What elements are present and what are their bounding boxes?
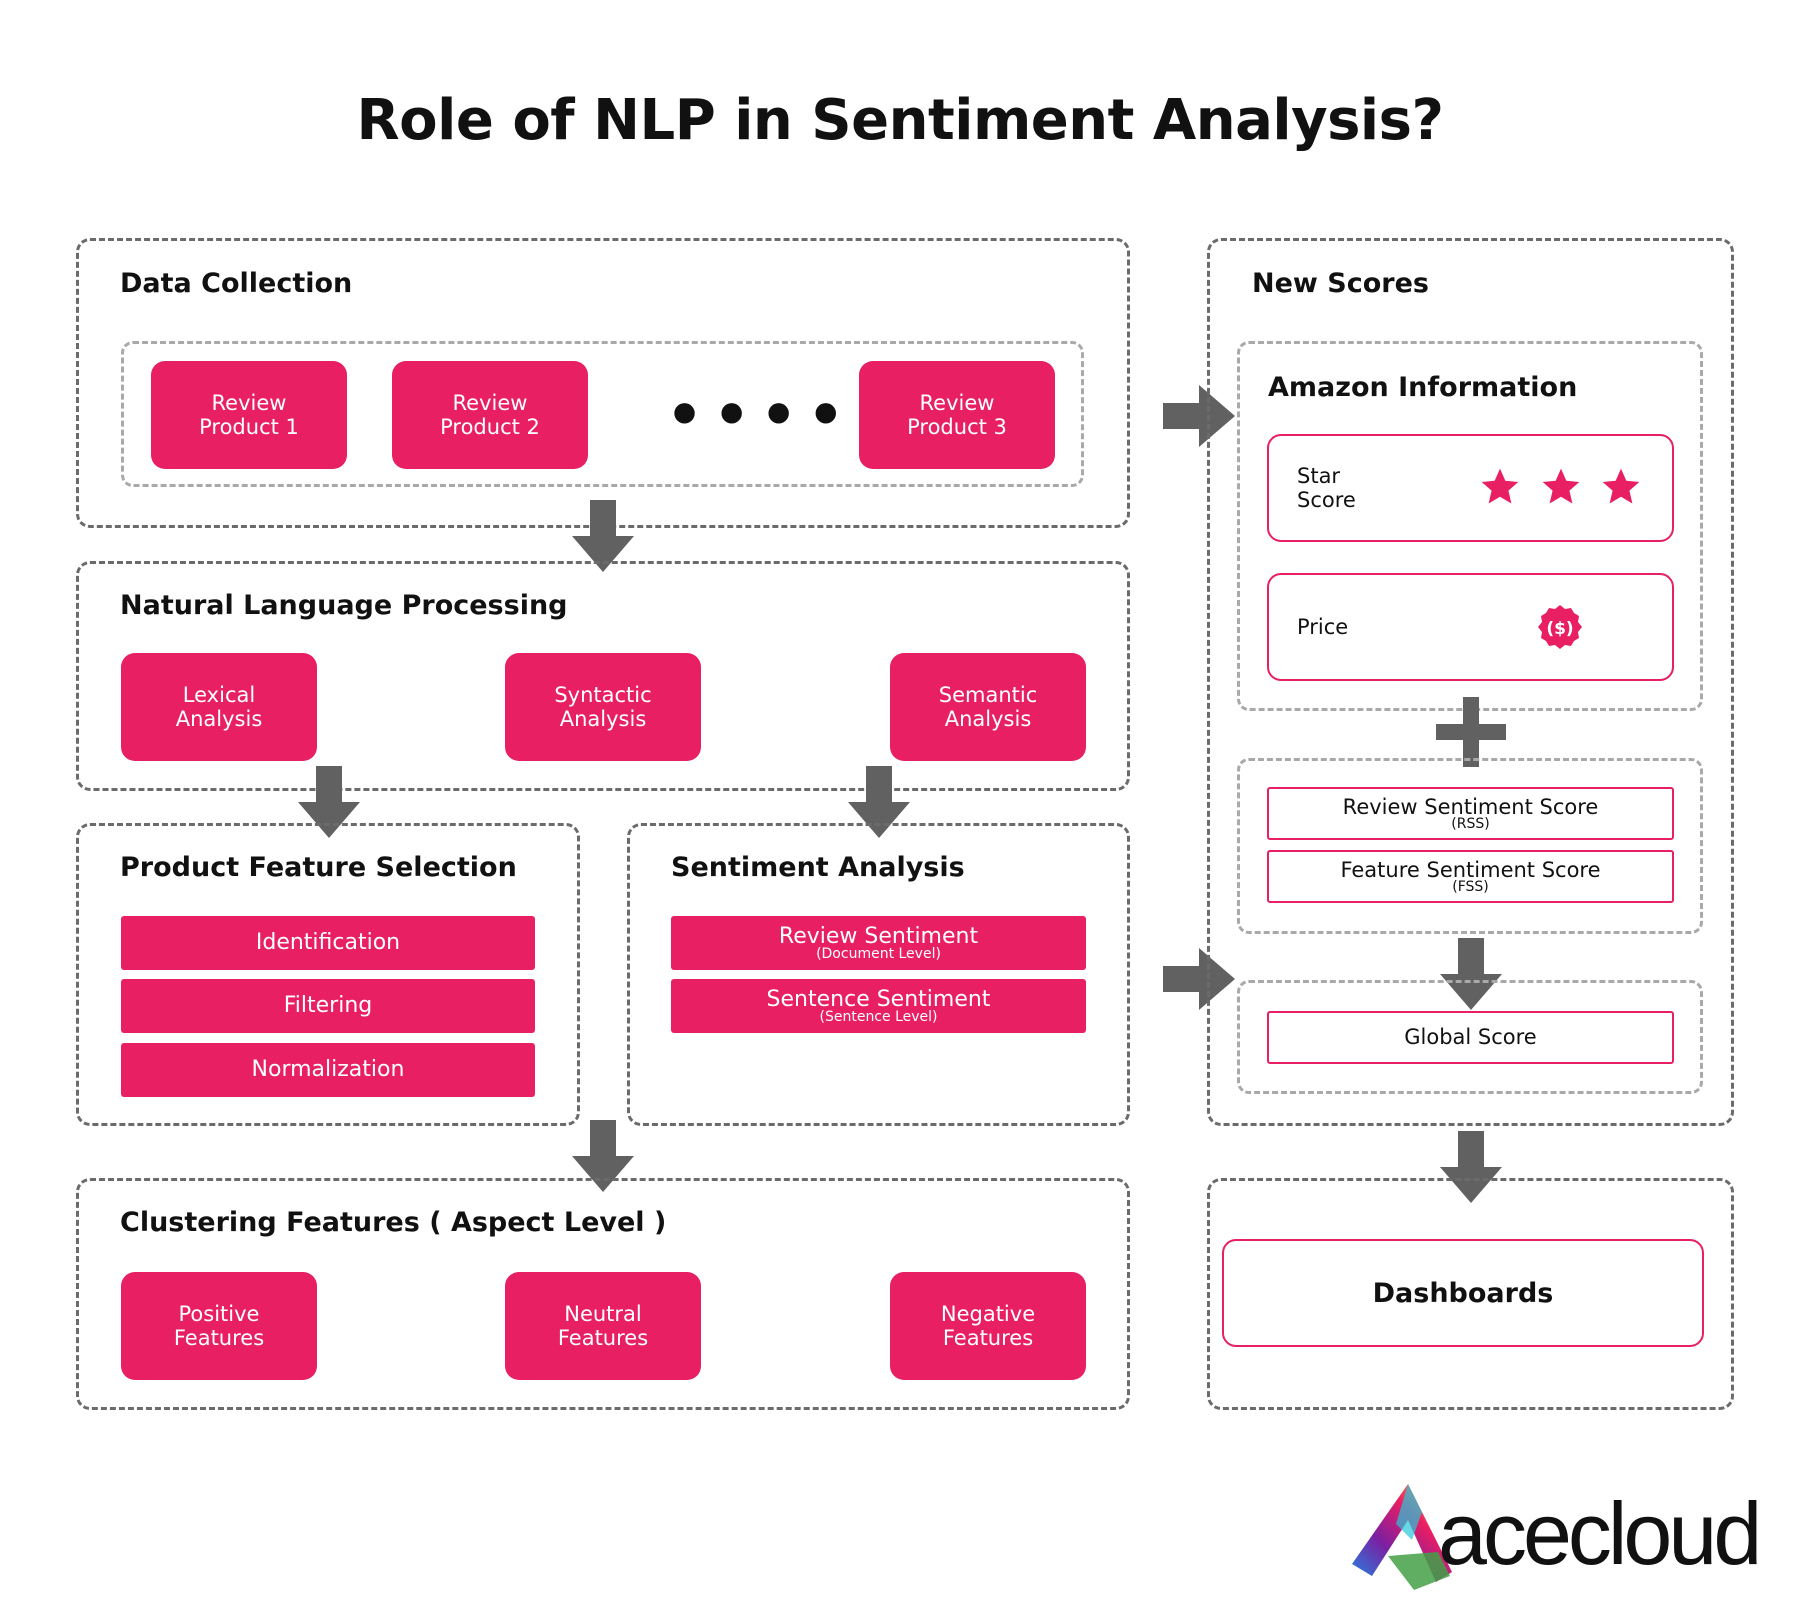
price-label: Price — [1297, 615, 1349, 639]
review-products-group — [121, 341, 1084, 487]
new-scores-section — [1207, 238, 1734, 1126]
global-score-label: Global Score — [1404, 1025, 1537, 1049]
normalization-step: Normalization — [121, 1043, 535, 1097]
arrow-down-icon — [298, 766, 360, 838]
neutral-features: Neutral Features — [505, 1272, 701, 1380]
arrow-down-icon — [572, 500, 634, 572]
identification-step: Identification — [121, 916, 535, 970]
sentence-sentiment-sub: (Sentence Level) — [819, 1008, 938, 1025]
review-product-1: Review Product 1 — [151, 361, 347, 469]
global-score: Global Score — [1267, 1011, 1674, 1064]
sentence-sentiment-step: Sentence Sentiment (Sentence Level) — [671, 979, 1086, 1033]
star-score-card — [1267, 434, 1674, 542]
fss-label: Feature Sentiment Score — [1340, 857, 1601, 882]
pfs-title: Product Feature Selection — [120, 852, 517, 883]
sentiment-scores-group — [1237, 758, 1703, 934]
page-title: Role of NLP in Sentiment Analysis? — [356, 88, 1444, 153]
dashboards-card: Dashboards — [1222, 1239, 1704, 1347]
arrow-down-icon — [572, 1120, 634, 1192]
nlp-section — [76, 561, 1130, 791]
review-sentiment-score: Review Sentiment Score (RSS) — [1267, 787, 1674, 840]
review-sentiment-step: Review Sentiment (Document Level) — [671, 916, 1086, 970]
sentiment-analysis-section — [627, 823, 1130, 1126]
review-sentiment-sub: (Document Level) — [816, 945, 941, 962]
global-score-group — [1237, 980, 1703, 1094]
lexical-analysis: Lexical Analysis — [121, 653, 317, 761]
star-icon — [1542, 468, 1579, 504]
clustering-title: Clustering Features ( Aspect Level ) — [120, 1207, 667, 1238]
new-scores-title: New Scores — [1252, 268, 1429, 299]
star-icon — [1602, 468, 1640, 504]
rss-label: Review Sentiment Score — [1342, 794, 1599, 819]
filtering-step: Filtering — [121, 979, 535, 1033]
rss-abbr: (RSS) — [1451, 815, 1490, 832]
ellipsis-dots: •••• — [666, 381, 855, 449]
identification-label: Identification — [255, 930, 401, 955]
amazon-information-title: Amazon Information — [1268, 372, 1578, 403]
price-card — [1267, 573, 1674, 681]
dashboards-label: Dashboards — [1372, 1277, 1554, 1309]
positive-features: Positive Features — [121, 1272, 317, 1380]
arrow-down-icon — [1440, 1131, 1502, 1203]
data-collection-title: Data Collection — [120, 268, 353, 299]
arrow-right-icon — [1163, 948, 1235, 1010]
filtering-label: Filtering — [283, 993, 373, 1018]
dashboards-section — [1207, 1178, 1734, 1410]
sentence-sentiment-label: Sentence Sentiment — [766, 986, 991, 1012]
acecloud-logo: acecloud — [1352, 1480, 1770, 1590]
review-product-2: Review Product 2 — [392, 361, 588, 469]
arrow-right-icon — [1163, 385, 1235, 447]
syntactic-analysis: Syntactic Analysis — [505, 653, 701, 761]
negative-features: Negative Features — [890, 1272, 1086, 1380]
arrow-down-icon — [848, 766, 910, 838]
star-rating — [1478, 465, 1643, 511]
star-score-label: Star Score — [1297, 464, 1356, 512]
fss-abbr: (FSS) — [1452, 878, 1489, 895]
price-badge-icon: ($) — [1537, 604, 1583, 650]
review-sentiment-label: Review Sentiment — [778, 923, 979, 949]
svg-text:acecloud: acecloud — [1438, 1484, 1758, 1583]
nlp-title: Natural Language Processing — [120, 590, 568, 621]
feature-sentiment-score: Feature Sentiment Score (FSS) — [1267, 850, 1674, 903]
sa-title: Sentiment Analysis — [671, 852, 965, 883]
normalization-label: Normalization — [251, 1057, 405, 1082]
arrow-down-icon — [1440, 938, 1502, 1010]
semantic-analysis: Semantic Analysis — [890, 653, 1086, 761]
clustering-section — [76, 1178, 1130, 1410]
review-product-3: Review Product 3 — [859, 361, 1055, 469]
svg-text:($): ($) — [1546, 619, 1573, 639]
plus-icon — [1436, 697, 1506, 767]
product-feature-selection-section — [76, 823, 580, 1126]
star-icon — [1481, 468, 1519, 504]
